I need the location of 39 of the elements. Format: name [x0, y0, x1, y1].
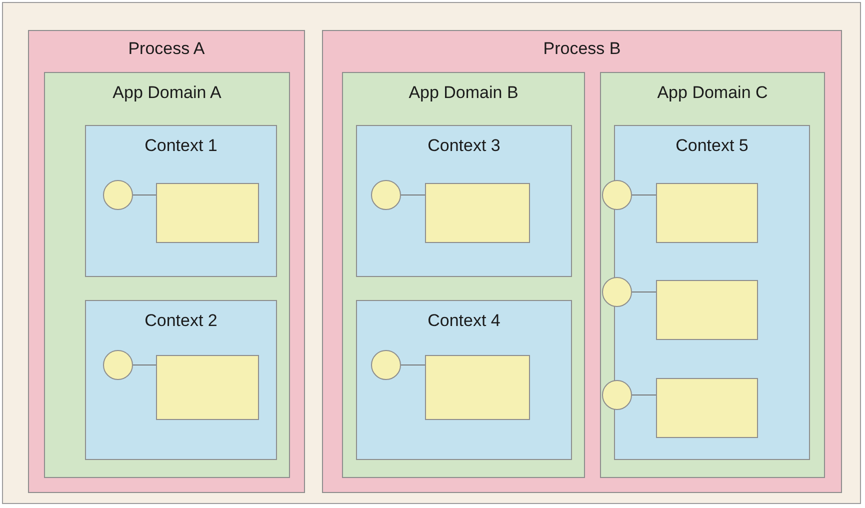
- object-box: [156, 355, 259, 420]
- port-circle: [602, 180, 632, 210]
- container-title: Context 1: [144, 136, 218, 156]
- object-box: [156, 183, 259, 243]
- container-title: App Domain B: [408, 83, 520, 103]
- connector-line: [132, 194, 156, 196]
- object-box: [656, 378, 758, 438]
- object-box: [425, 355, 530, 420]
- object-box: [425, 183, 530, 243]
- connector-line: [632, 394, 656, 396]
- connector-line: [400, 194, 426, 196]
- port-circle: [103, 350, 133, 380]
- connector-line: [132, 364, 156, 366]
- context-container: [85, 125, 277, 277]
- container-title: App Domain A: [112, 83, 222, 103]
- context-container: [356, 125, 572, 277]
- port-circle: [602, 380, 632, 410]
- container-title: App Domain C: [656, 83, 769, 103]
- process-container: [28, 30, 305, 493]
- port-circle: [602, 277, 632, 307]
- container-title: Process B: [542, 39, 622, 59]
- object-box: [656, 280, 758, 340]
- container-title: Context 4: [426, 311, 502, 331]
- container-title: Process A: [127, 39, 206, 59]
- connector-line: [632, 194, 656, 196]
- app-domain-container: [600, 72, 825, 478]
- context-container: [356, 300, 572, 460]
- context-container: [85, 300, 277, 460]
- object-box: [656, 183, 758, 243]
- connector-line: [400, 364, 426, 366]
- app-domain-container: [342, 72, 585, 478]
- app-domain-container: [44, 72, 290, 478]
- process-container: [322, 30, 842, 493]
- port-circle: [371, 180, 401, 210]
- container-title: Context 2: [144, 311, 218, 331]
- container-title: Context 3: [426, 136, 502, 156]
- port-circle: [371, 350, 401, 380]
- port-circle: [103, 180, 133, 210]
- container-title: Context 5: [674, 136, 750, 156]
